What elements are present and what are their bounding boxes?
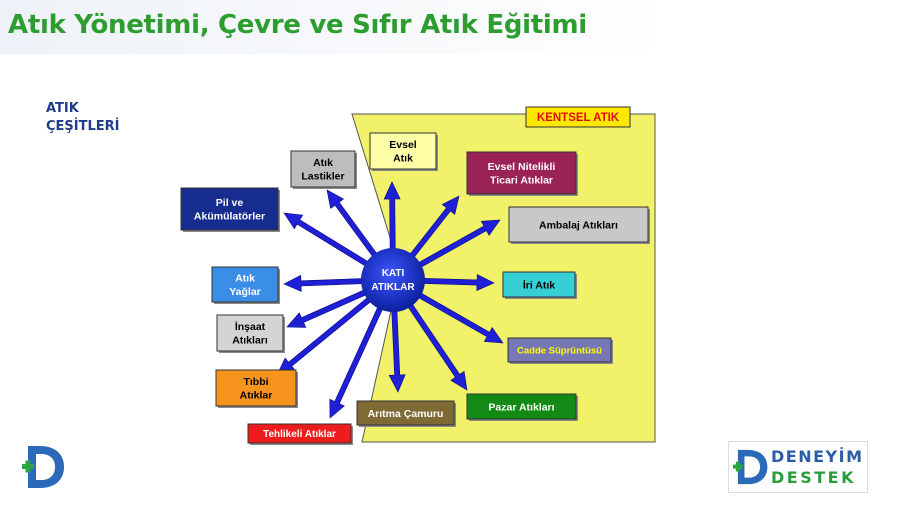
dd-logo-small-icon [733, 449, 768, 485]
node-aritma: Arıtma Çamuru [356, 400, 456, 427]
side-label-line-1: ATIK [46, 101, 79, 116]
node-box [508, 206, 649, 243]
title-bar: Atık Yönetimi, Çevre ve Sıfır Atık Eğiti… [0, 0, 900, 54]
node-tehlikeli: Tehlikeli Atıklar [247, 423, 353, 445]
center-burst [361, 248, 425, 312]
panel-label-box: KENTSEL ATIK [525, 106, 631, 128]
node-box [215, 369, 297, 407]
node-pazar: Pazar Atıkları [466, 393, 578, 421]
brand-logo-right: DENEYİM DESTEK [728, 441, 868, 493]
node-box [356, 400, 455, 426]
panel-label: KENTSEL ATIK [537, 112, 620, 124]
node-cadde: Cadde Süprüntüsü [507, 337, 613, 364]
node-label-line: İnşaat [235, 320, 266, 333]
dd-logo-icon [22, 446, 64, 488]
node-label-line: Atık [313, 157, 333, 169]
node-box [211, 266, 279, 303]
node-label-line: Atıkları [232, 335, 268, 347]
brand-name-bottom: DESTEK [771, 468, 856, 487]
node-label-line: Evsel Nitelikli [488, 161, 556, 173]
node-pil: Pil ve Akümülatörler [180, 187, 280, 232]
node-label-line: Evsel [389, 139, 417, 151]
node-box [466, 393, 577, 420]
brand-logo-left [22, 444, 66, 495]
node-box [216, 314, 284, 352]
node-ambalaj: Ambalaj Atıkları [508, 206, 650, 244]
node-label-line: Arıtma Çamuru [368, 408, 444, 420]
node-label-line: Ambalaj Atıkları [539, 219, 618, 231]
center-layer: KATI ATIKLAR [361, 248, 425, 312]
side-label: ATIK ÇEŞİTLERİ [46, 100, 120, 136]
node-box [290, 150, 356, 188]
node-label-line: Lastikler [301, 171, 344, 183]
node-label-line: Ticari Atıklar [490, 175, 553, 187]
center-label-line-2: ATIKLAR [371, 282, 415, 293]
node-label-line: Pil ve [216, 197, 244, 209]
node-label-line: İri Atık [523, 278, 555, 291]
node-label-line: Pazar Atıkları [488, 401, 554, 413]
node-label-line: Atıklar [240, 390, 273, 402]
node-box [180, 187, 279, 231]
node-label-line: Atık [235, 273, 255, 285]
node-box [502, 271, 576, 298]
node-box [466, 151, 577, 195]
page-title: Atık Yönetimi, Çevre ve Sıfır Atık Eğiti… [8, 10, 587, 40]
node-label-line: Akümülatörler [194, 211, 265, 223]
node-box [507, 337, 612, 363]
node-box [369, 132, 437, 170]
node-box [247, 423, 352, 444]
node-iri-atik: İri Atık [502, 271, 577, 299]
node-label-line: Cadde Süprüntüsü [517, 345, 602, 356]
center-label-line-1: KATI [382, 268, 405, 279]
node-label-line: Atık [393, 153, 413, 165]
side-label-line-2: ÇEŞİTLERİ [46, 119, 120, 134]
brand-name-top: DENEYİM [771, 447, 864, 466]
node-label-line: Yağlar [229, 286, 261, 298]
node-label-line: Tehlikeli Atıklar [263, 429, 336, 440]
node-label-line: Tıbbi [243, 376, 268, 388]
